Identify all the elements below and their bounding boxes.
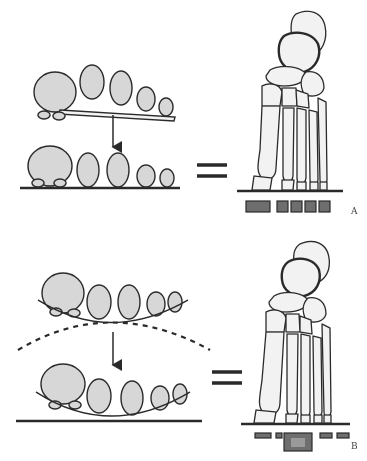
metatarsal-head-5	[173, 384, 187, 404]
metatarsal-4	[309, 110, 318, 185]
phalanx-3	[297, 182, 306, 190]
metatarsal-heads-elevated	[34, 65, 175, 121]
metatarsal-head-3	[110, 71, 132, 105]
metatarsal-head-3	[107, 153, 129, 187]
sesamoid-a1	[38, 111, 50, 119]
cuneiform-medial	[262, 84, 282, 106]
navicular	[269, 293, 308, 312]
metatarsal-2	[287, 334, 298, 416]
phalanx-1	[252, 176, 272, 190]
pressure-pad-4	[320, 433, 332, 438]
cuneiform-intermediate	[286, 314, 300, 332]
pressure-map-b	[255, 433, 349, 451]
metatarsal-head-4	[137, 87, 155, 111]
cuneiform-medial	[266, 310, 286, 332]
sesamoid-a2	[53, 112, 65, 120]
metatarsal-1	[259, 332, 284, 415]
metatarsal-head-5	[159, 98, 173, 116]
phalanx-1	[254, 410, 276, 423]
equals-sign-b	[212, 372, 242, 383]
metatarsal-shaft-band	[58, 110, 175, 121]
phalanx-3	[301, 415, 310, 423]
pressure-pad-5	[337, 433, 349, 438]
pressure-pad-3	[291, 201, 302, 212]
foot-skeleton-a	[252, 11, 327, 190]
metatarsal-2	[283, 108, 294, 182]
metatarsal-5	[322, 324, 331, 417]
pressure-pad-6	[291, 438, 305, 447]
pressure-pad-4	[305, 201, 316, 212]
pressure-pad-1	[246, 201, 270, 212]
pressure-pad-1	[255, 433, 271, 438]
metatarsal-1	[258, 106, 280, 180]
metatarsal-heads-grounded	[28, 146, 174, 187]
pressure-pad-2	[276, 433, 282, 438]
metatarsal-head-1	[41, 364, 85, 404]
transverse-arch-dashed	[18, 323, 210, 351]
metatarsal-head-2	[87, 285, 111, 319]
metatarsal-head-2	[87, 379, 111, 413]
phalanx-4	[310, 182, 318, 190]
panel-label-b: B	[351, 442, 358, 452]
cuneiform-intermediate	[282, 88, 297, 106]
equals-sign-a	[197, 165, 227, 176]
metatarsal-3	[297, 108, 306, 184]
pressure-map-a	[246, 201, 330, 212]
foot-skeleton-b	[254, 242, 331, 423]
metatarsal-head-2	[77, 153, 99, 187]
metatarsal-heads-lower-b	[41, 364, 187, 415]
metatarsal-4	[313, 336, 322, 417]
navicular	[266, 67, 306, 86]
pressure-pad-2	[277, 201, 288, 212]
metatarsal-head-4	[137, 165, 155, 187]
sesamoid-a2	[54, 179, 66, 187]
metatarsal-head-1	[42, 273, 84, 313]
metatarsal-5	[318, 98, 327, 185]
metatarsal-head-2	[80, 65, 104, 99]
panel-label-a: A	[351, 207, 358, 217]
sesamoid-b2	[69, 401, 81, 409]
metatarsal-head-3	[118, 285, 140, 319]
sesamoid-a1	[32, 179, 44, 187]
panel-b	[16, 242, 350, 451]
panel-a	[20, 11, 343, 212]
phalanx-2	[282, 180, 294, 190]
metatarsal-head-5	[160, 169, 174, 187]
phalanx-5	[324, 415, 331, 423]
metatarsal-3	[301, 334, 310, 418]
metatarsal-head-3	[121, 381, 143, 415]
pressure-pad-5	[319, 201, 330, 212]
phalanx-4	[314, 415, 322, 423]
phalanx-2	[286, 414, 298, 423]
talus	[282, 259, 320, 296]
metatarsal-head-1	[34, 72, 76, 112]
phalanx-5	[320, 182, 327, 190]
